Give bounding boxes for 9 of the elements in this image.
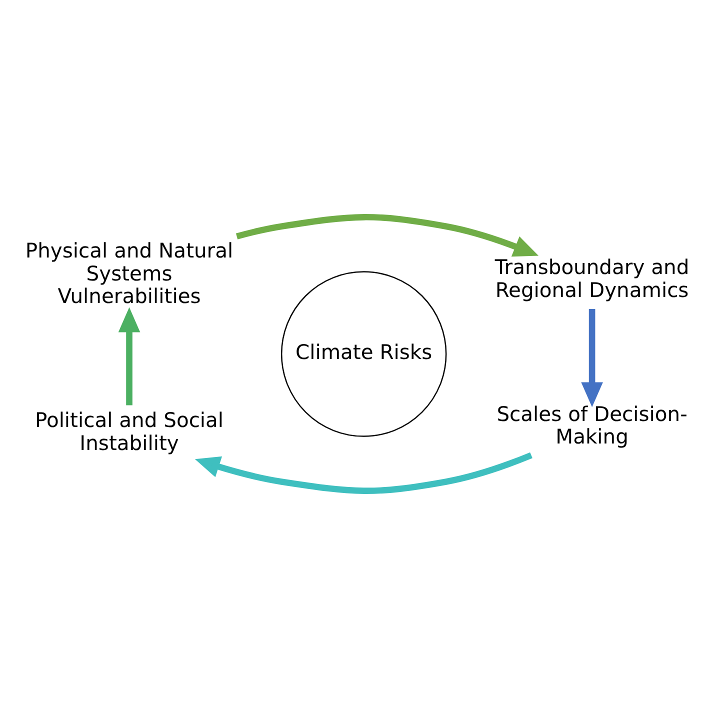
node-text: Political and Social Instability	[34, 408, 224, 455]
arrow	[118, 307, 140, 406]
node-text: Transboundary and Regional Dynamics	[494, 255, 690, 302]
arrow	[194, 452, 532, 494]
node-text: Scales of Decision-Making	[496, 402, 688, 449]
node-text: Physical and Natural Systems Vulnerabilities	[25, 238, 234, 308]
arrow	[236, 214, 539, 257]
node-circle: Climate Risks	[280, 271, 447, 437]
arrow	[581, 308, 603, 408]
